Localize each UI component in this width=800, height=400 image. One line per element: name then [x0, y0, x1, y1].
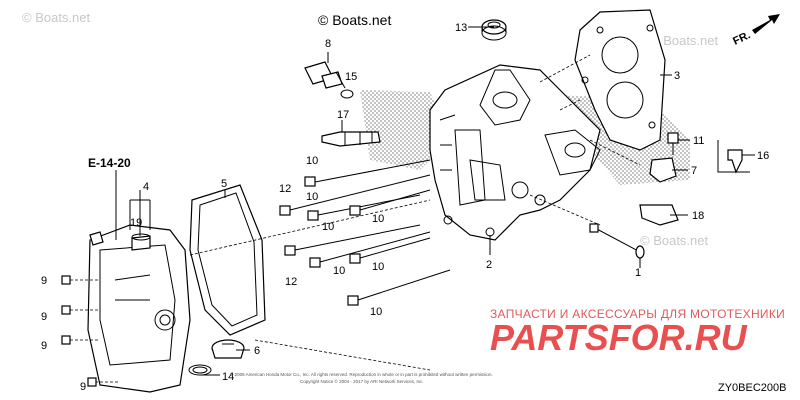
callout-17: 17 — [337, 109, 349, 121]
callout-8: 8 — [325, 38, 331, 50]
callout-10: 10 — [372, 261, 384, 273]
callout-10: 10 — [306, 155, 318, 167]
callout-15: 15 — [345, 71, 357, 83]
callout-6: 6 — [254, 345, 260, 357]
callout-9: 9 — [41, 311, 47, 323]
oil-filler-cap — [211, 339, 245, 359]
callout-12: 12 — [285, 276, 297, 288]
copyright-line-2: Copyright Notice © 2004 - 2017 by ARI Ne… — [300, 378, 424, 384]
watermark-top-center: © Boats.net — [318, 12, 391, 28]
sensor-washer — [340, 89, 354, 99]
diagram-code: ZY0BEC200B — [718, 382, 786, 394]
callout-5: 5 — [221, 178, 227, 190]
watermark-top-left: © Boats.net — [22, 10, 91, 25]
callout-9: 9 — [41, 275, 47, 287]
bracket-upper — [649, 157, 677, 183]
callout-18: 18 — [692, 210, 704, 222]
callout-7: 7 — [691, 165, 697, 177]
sensor — [304, 61, 354, 99]
watermark-mid-right: © Boats.net — [640, 233, 709, 248]
callout-10: 10 — [370, 306, 382, 318]
callout-19: 19 — [130, 217, 142, 229]
head-bolts — [279, 159, 451, 306]
oil-seal — [481, 19, 507, 41]
head-gasket — [574, 9, 666, 151]
breather-pipe — [131, 233, 151, 251]
callout-3: 3 — [674, 70, 680, 82]
shop-logo: PARTSFOR.RU — [490, 317, 748, 358]
callout-10: 10 — [333, 265, 345, 277]
bracket-lower — [639, 204, 679, 226]
callout-10: 10 — [306, 191, 318, 203]
clip — [727, 149, 743, 174]
cover-bolts — [61, 275, 97, 387]
cylinder-head — [429, 64, 601, 241]
callout-10: 10 — [372, 213, 384, 225]
callout-14: 14 — [222, 371, 234, 383]
copyright-line-1: © 2008 American Honda Motor Co., Inc. Al… — [230, 371, 493, 377]
shaded-area — [360, 90, 450, 170]
callout-12: 12 — [279, 183, 291, 195]
callout-10: 10 — [322, 221, 334, 233]
watermark-top-right: © Boats.net — [650, 33, 719, 48]
callout-4: 4 — [143, 181, 149, 193]
reference-label: E-14-20 — [88, 156, 131, 170]
leader-lines — [70, 26, 755, 383]
front-direction-indicator: FR. — [731, 14, 780, 48]
shop-subtitle: ЗАПЧАСТИ И АКСЕССУАРЫ ДЛЯ МОТОТЕХНИКИ — [490, 307, 785, 321]
head-cover — [87, 224, 191, 393]
callout-16: 16 — [757, 150, 769, 162]
stud-bolt — [589, 223, 645, 259]
callout-11: 11 — [693, 135, 704, 147]
direction-label: FR. — [731, 29, 752, 47]
callout-2: 2 — [486, 259, 492, 271]
callout-13: 13 — [455, 22, 467, 34]
spark-plug — [321, 131, 381, 147]
arrow-icon — [752, 14, 780, 34]
flange-bolt — [667, 132, 679, 155]
callout-9: 9 — [41, 340, 47, 352]
callout-1: 1 — [635, 267, 641, 279]
callout-labels: 1 2 3 4 5 6 7 8 9 9 9 9 10 10 10 10 10 1… — [41, 22, 769, 393]
o-ring — [188, 364, 212, 376]
head-cover-gasket — [189, 184, 266, 336]
callout-9: 9 — [80, 381, 86, 393]
